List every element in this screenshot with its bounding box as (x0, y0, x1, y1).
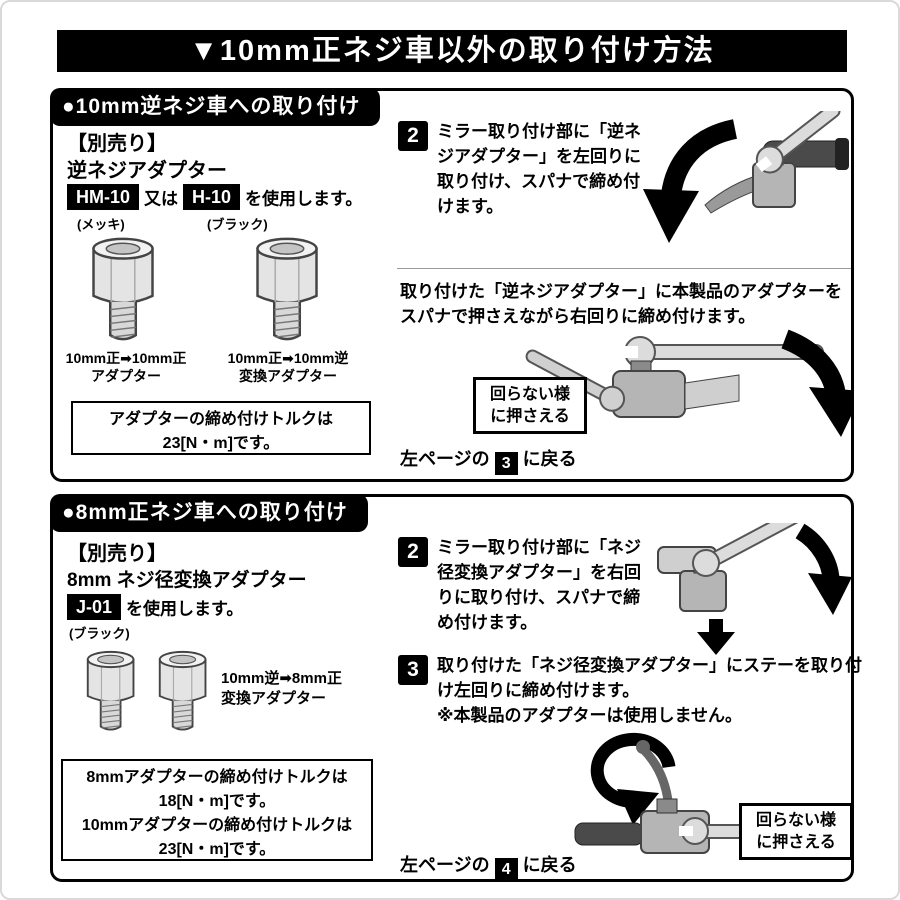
return-suffix: に戻る (522, 855, 577, 875)
section1-use-suffix: を使用します。 (245, 189, 363, 209)
finish-mekki-label: (メッキ) (77, 217, 125, 232)
hold-note-line2: に押さえる (756, 833, 836, 851)
section2-step3-text-main: 取り付けた「ネジ径変換アダプター」にステーを取り付け左回りに締め付けます。 (437, 656, 862, 701)
adapter-a-label-line2: アダプター (91, 368, 161, 385)
section1-step3-illustration (525, 329, 853, 437)
finish-black-label: (ブラック) (207, 217, 268, 232)
torque-line-2: 23[N・m]です。 (162, 435, 280, 452)
section1-header: ●10mm逆ネジ車への取り付け (50, 88, 381, 126)
model-badge-h10: H-10 (183, 184, 241, 210)
torque-line-2: 18[N・m]です。 (158, 793, 276, 810)
section2-adapter-label: 10mm逆➡8mm正 変換アダプター (221, 669, 371, 708)
section2-step3-illustration (574, 732, 838, 854)
wrench-icon (692, 523, 811, 577)
torque-line-1: アダプターの締め付けトルクは (108, 411, 333, 428)
adapter-b-label: 10mm正➡10mm逆 変換アダプター (213, 349, 363, 385)
section1-sold-separately-label: 【別売り】 (67, 133, 167, 155)
return-prefix: 左ページの (400, 855, 490, 875)
wrench-icon (755, 111, 841, 174)
adapter-a-label-line1: 10mm正➡10mm正 (65, 350, 187, 366)
section-8mm-standard-thread: ●8mm正ネジ車への取り付け 【別売り】 8mm ネジ径変換アダプター J-01… (50, 494, 862, 882)
section2-step3-text-note: ※本製品のアダプターは使用しません。 (437, 706, 743, 726)
adapter-a-label: 10mm正➡10mm正 アダプター (51, 349, 201, 385)
section2-sold-separately-label: 【別売り】 (67, 543, 167, 565)
section1-divider (397, 268, 851, 269)
section2-header: ●8mm正ネジ車への取り付け (50, 494, 368, 532)
page-title: ▼10mm正ネジ車以外の取り付け方法 (57, 30, 847, 72)
next-step-down-arrow-icon (697, 619, 735, 655)
or-text: 又は (144, 189, 179, 209)
section2-hold-note: 回らない様 に押さえる (739, 803, 853, 861)
section2-adapter-title: 8mm ネジ径変換アダプター (67, 570, 307, 591)
hold-note-line1: 回らない様 (755, 812, 836, 829)
section2-step3-text: 取り付けた「ネジ径変換アダプター」にステーを取り付け左回りに締め付けます。 ※本… (437, 653, 869, 728)
hold-note-line1: 回らない様 (489, 386, 570, 403)
holding-wrench-icon (525, 349, 626, 412)
torque-line-1: 8mmアダプターの締め付けトルクは (86, 769, 348, 786)
return-prefix: 左ページの (400, 449, 490, 469)
section1-adapter-title: 逆ネジアダプター (67, 160, 227, 182)
return-step-badge: 4 (494, 858, 518, 881)
section2-step2-text: ミラー取り付け部に「ネジ径変換アダプター」を右回りに取り付け、スパナで締め付けま… (437, 538, 641, 633)
section1-step2-text: ミラー取り付け部に「逆ネジアダプター」を左回りに取り付け、スパナで締め付けます。 (437, 122, 641, 217)
return-step-badge: 3 (494, 452, 518, 475)
section1-step2-illustration (643, 111, 849, 243)
section2-step2-illustration (657, 523, 852, 615)
section2-use-suffix: を使用します。 (126, 599, 244, 619)
section1-step3-text: 取り付けた「逆ネジアダプター」に本製品のアダプターをスパナで押さえながら右回りに… (400, 282, 842, 327)
adapter-b-label-line2: 変換アダプター (239, 368, 337, 385)
hold-note-line2: に押さえる (490, 407, 570, 425)
section1-step2-badge: 2 (398, 121, 428, 151)
section2-step2-badge: 2 (398, 537, 428, 567)
turn-left-arrow-icon (661, 119, 738, 197)
adapter-illustration-h10 (235, 231, 340, 349)
torque-line-4: 23[N・m]です。 (158, 841, 276, 858)
adapter-illustration-hm10 (71, 231, 176, 349)
adapter-illustration-j01-a (71, 639, 151, 744)
adapter-illustration-j01-b (143, 639, 223, 744)
section1-hold-note: 回らない様 に押さえる (473, 377, 587, 435)
model-badge-hm10: HM-10 (67, 184, 140, 210)
section2-step3-badge: 3 (398, 655, 428, 685)
return-suffix: に戻る (522, 449, 577, 469)
torque-line-3: 10mmアダプターの締め付けトルクは (81, 817, 353, 834)
turn-right-arrow-icon (781, 329, 846, 397)
section2-finish-label: (ブラック) (69, 626, 130, 641)
turn-left-circular-arrow-icon (590, 732, 676, 808)
section2-torque-note: 8mmアダプターの締め付けトルクは 18[N・m]です。 10mmアダプターの締… (61, 759, 373, 861)
section2-adapter-label-line1: 10mm逆➡8mm正 (221, 670, 342, 687)
section2-adapter-label-line2: 変換アダプター (221, 689, 327, 707)
section1-torque-note: アダプターの締め付けトルクは 23[N・m]です。 (71, 401, 371, 455)
model-badge-j01: J-01 (67, 594, 122, 620)
adapter-b-label-line1: 10mm正➡10mm逆 (227, 350, 349, 366)
turn-right-arrow-icon (795, 523, 840, 581)
